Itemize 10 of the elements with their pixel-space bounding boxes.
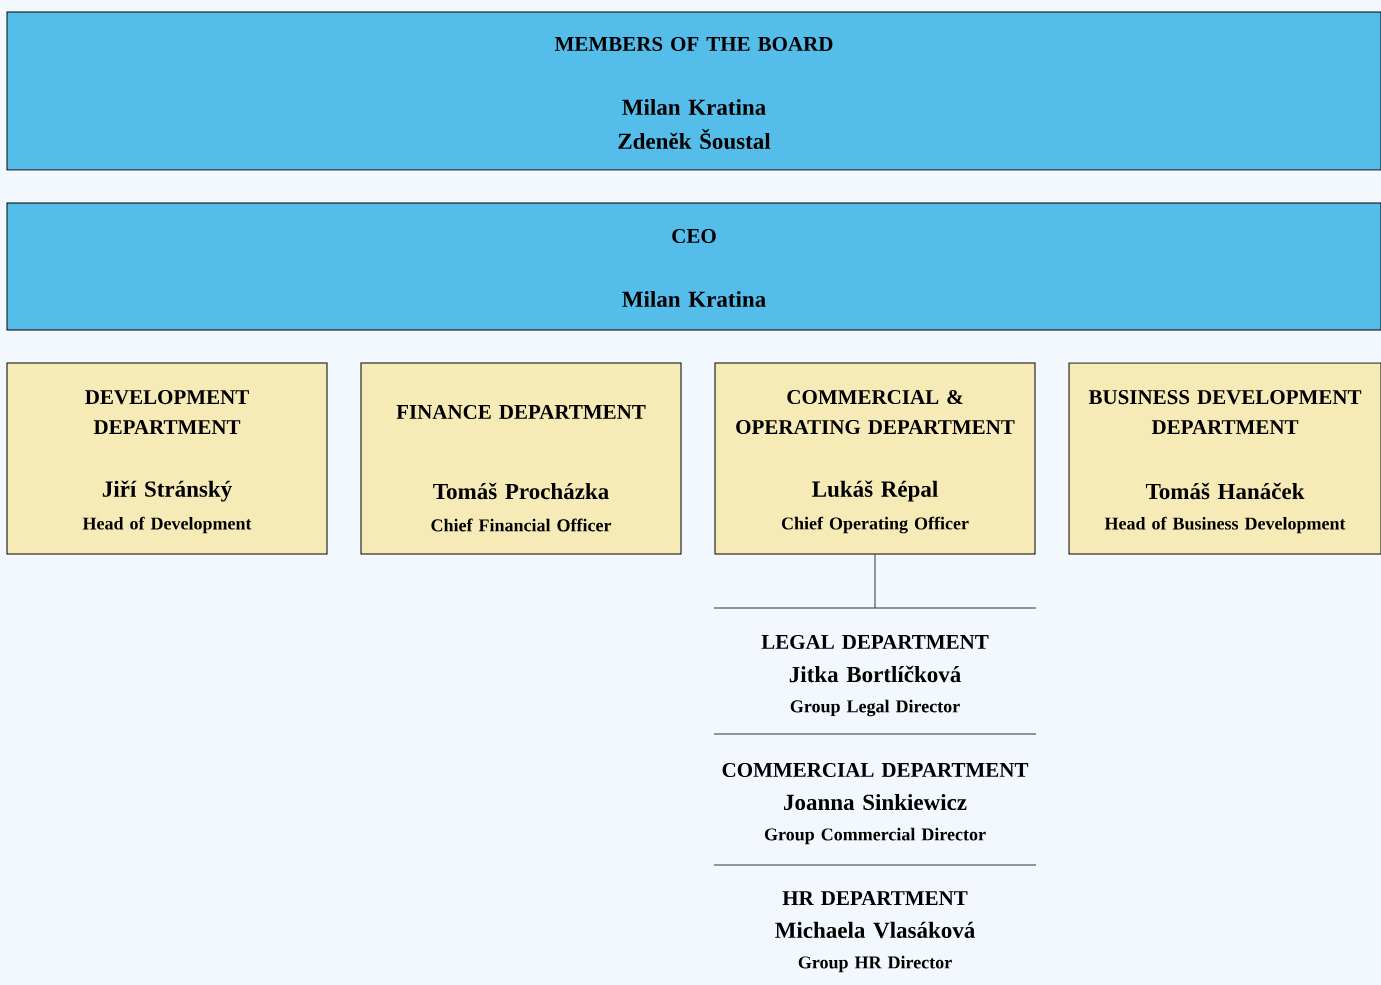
- department-box: DEVELOPMENT DEPARTMENT Jiří Stránský Head of Development: [6, 362, 328, 555]
- department-entry: LEGAL DEPARTMENT Jitka Bortlíčková Group Legal Director: [761, 634, 989, 717]
- org-box: MEMBERS OF THE BOARD Milan Kratina Zdeněk Šoustal: [6, 11, 1381, 171]
- department-box: COMMERCIAL & OPERATING DEPARTMENT Lukáš Répal Chief Operating Officer: [714, 362, 1036, 555]
- org-box: CEO Milan Kratina: [6, 202, 1381, 331]
- department-entry: COMMERCIAL DEPARTMENT Joanna Sinkiewicz Group Commercial Director: [722, 762, 1029, 845]
- department-box: BUSINESS DEVELOPMENT DEPARTMENT Tomáš Hanáček Head of Business Development: [1068, 362, 1381, 555]
- department-box: FINANCE DEPARTMENT Tomáš Procházka Chief Financial Officer: [360, 362, 682, 555]
- connector-line: [874, 554, 876, 609]
- department-entry: HR DEPARTMENT Michaela Vlasáková Group HR Director: [775, 891, 975, 973]
